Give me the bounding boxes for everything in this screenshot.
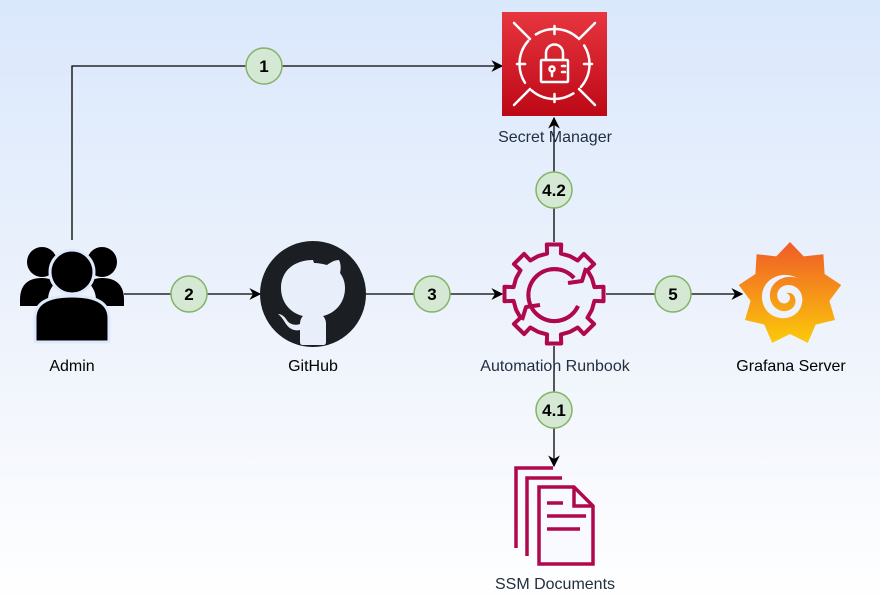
step-badge-4-1: 4.1 — [535, 391, 573, 429]
badge-label: 4.1 — [542, 401, 566, 420]
badge-label: 5 — [668, 285, 677, 304]
edge-admin-to-secret — [71, 60, 504, 240]
step-badge-5: 5 — [654, 275, 692, 313]
github-label: GitHub — [288, 358, 338, 375]
secret-manager-label: Secret Manager — [498, 129, 612, 146]
runbook-label: Automation Runbook — [480, 358, 630, 375]
step-badge-4-2: 4.2 — [535, 171, 573, 209]
badge-circle — [535, 171, 573, 209]
step-badge-1: 1 — [245, 47, 283, 85]
github-octocat-icon[interactable] — [260, 241, 366, 347]
badge-circle — [245, 47, 283, 85]
badge-label: 4.2 — [542, 181, 566, 200]
badge-label: 3 — [427, 285, 436, 304]
badge-circle — [413, 275, 451, 313]
grafana-logo-icon[interactable] — [738, 242, 842, 343]
gear-sync-icon[interactable] — [502, 242, 606, 346]
ssm-documents-label: SSM Documents — [494, 576, 616, 593]
badge-circle — [654, 275, 692, 313]
secrets-manager-lock-icon[interactable] — [502, 12, 607, 116]
badge-circle — [535, 391, 573, 429]
badge-label: 2 — [184, 285, 193, 304]
step-badge-2: 2 — [170, 275, 208, 313]
step-badge-3: 3 — [413, 275, 451, 313]
admin-label: Admin — [49, 358, 95, 375]
badge-label: 1 — [259, 57, 268, 76]
grafana-label: Grafana Server — [736, 358, 846, 375]
documents-stack-icon[interactable] — [514, 466, 595, 566]
badge-circle — [170, 275, 208, 313]
users-group-icon[interactable] — [20, 247, 124, 344]
